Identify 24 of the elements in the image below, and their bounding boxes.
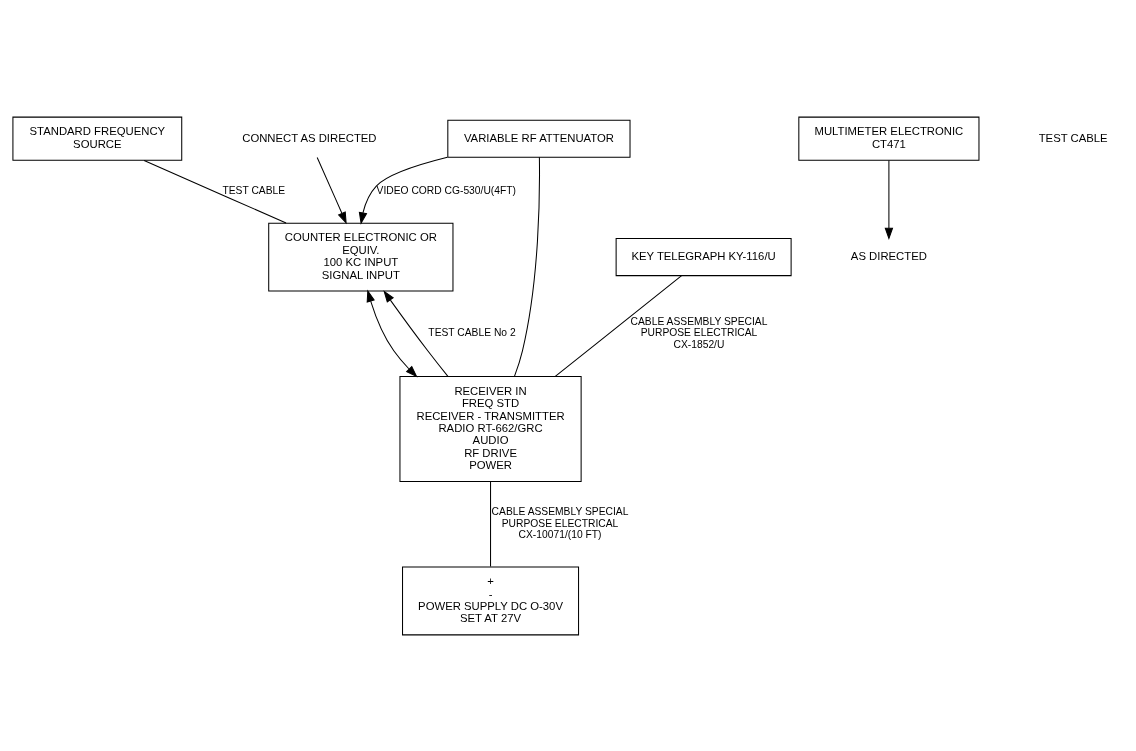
arrow [366,289,418,377]
node-text: AS DIRECTED [850,249,927,262]
edge-label: TEST CABLE [222,184,286,196]
label: TEST CABLE [1038,131,1108,144]
edge-label: CABLE ASSEMBLY SPECIAL PURPOSE ELECTRICAL CX-1852/U [630,315,768,350]
node-text: CONNECT AS DIRECTED [242,131,377,144]
node-box: MULTIMETER ELECTRONIC CT471 [798,116,980,161]
connector [554,274,683,377]
node-box: KEY TELEGRAPH KY-116/U [615,237,792,276]
connector [513,156,540,377]
node-box: STANDARD FREQUENCY SOURCE [12,116,183,161]
node-box: COUNTER ELECTRONIC OR EQUIV. 100 KC INPUT SIGNAL INPUT [268,222,454,292]
arrow [358,156,448,225]
edge-label: TEST CABLE No 2 [428,326,516,338]
edge-label: CABLE ASSEMBLY SPECIAL PURPOSE ELECTRICAL CX-10071/(10 FT) [491,505,629,540]
arrow [316,156,347,224]
connector [143,159,287,224]
node-box: VARIABLE RF ATTENUATOR [447,119,631,158]
arrow [383,289,449,377]
node-box: + - POWER SUPPLY DC O-30V SET AT 27V [402,565,580,635]
connector [490,480,492,567]
node-box: RECEIVER IN FREQ STD RECEIVER - TRANSMITTER RADIO RT-662/GRC AUDIO RF DRIVE POWER [399,375,582,482]
arrow [884,159,894,240]
edge-label: VIDEO CORD CG-530/U(4FT) [376,184,516,196]
